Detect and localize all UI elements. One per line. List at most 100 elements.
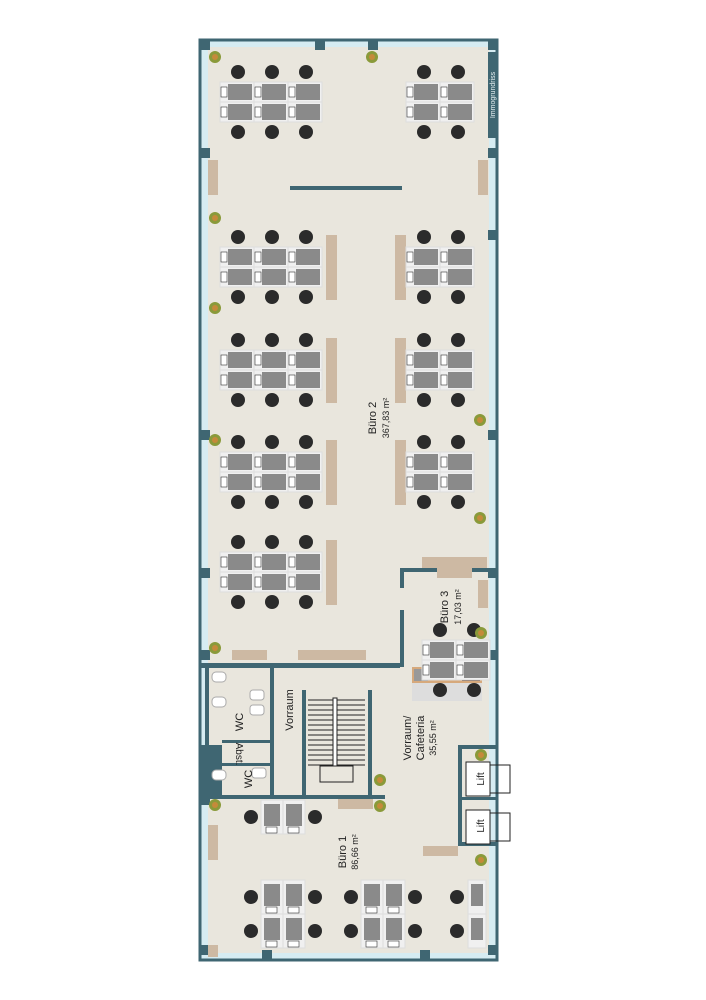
wall-pier — [488, 945, 498, 955]
chair — [244, 890, 258, 904]
plant-pot — [478, 752, 484, 758]
monitor — [288, 354, 296, 366]
lift-label-1: Lift — [476, 772, 487, 786]
chair — [265, 435, 279, 449]
lift-shaft — [489, 764, 511, 794]
plant-pot — [477, 515, 483, 521]
monitor — [220, 576, 228, 588]
monitor — [287, 940, 300, 948]
monitor — [406, 251, 414, 263]
wall-pier — [488, 148, 498, 158]
desk-top — [448, 474, 472, 490]
chair — [265, 290, 279, 304]
shelf — [478, 580, 488, 608]
desk-top — [414, 104, 438, 120]
room-area-buero-2: 367,83 m² — [381, 398, 391, 439]
desk-top — [364, 884, 380, 906]
chair — [231, 435, 245, 449]
plant-pot — [212, 305, 218, 311]
desk-top — [286, 804, 302, 826]
shelf — [208, 825, 218, 860]
chair — [265, 65, 279, 79]
plant-pot — [212, 802, 218, 808]
monitor — [220, 106, 228, 118]
desk-top — [296, 352, 320, 368]
wall-pier — [488, 430, 498, 440]
monitor — [220, 251, 228, 263]
desk-top — [286, 884, 302, 906]
desk-top — [262, 352, 286, 368]
desk-top — [228, 554, 252, 570]
chair — [451, 435, 465, 449]
wall-pier — [200, 650, 210, 660]
desk-top — [264, 918, 280, 940]
monitor — [265, 906, 278, 914]
chair — [408, 924, 422, 938]
lift-box — [465, 809, 491, 845]
room-label-vorraum-cafeteria: Vorraum/ — [402, 715, 414, 761]
monitor — [440, 271, 448, 283]
desk-top — [386, 918, 402, 940]
desk-cluster — [405, 65, 475, 139]
window-strip-right — [489, 40, 497, 960]
desk-cluster — [244, 879, 322, 949]
monitor — [406, 86, 414, 98]
desk-top — [448, 372, 472, 388]
monitor — [387, 906, 400, 914]
interior-wall — [270, 663, 274, 795]
shelf — [395, 440, 406, 505]
chair — [467, 683, 481, 697]
wall-pier — [420, 950, 430, 960]
desk-top — [414, 352, 438, 368]
wall-pier — [315, 40, 325, 50]
shelf — [478, 160, 488, 195]
shelf — [338, 799, 373, 809]
room-area-vorraum-cafeteria: 35,55 m² — [428, 720, 438, 756]
shelf — [298, 650, 366, 660]
room-label-buero-2: Büro 2 — [367, 402, 379, 434]
monitor — [288, 456, 296, 468]
monitor — [220, 374, 228, 386]
shelf — [326, 338, 337, 403]
desk-top — [262, 372, 286, 388]
monitor — [440, 456, 448, 468]
desk-top — [296, 84, 320, 100]
wall-pier — [488, 568, 498, 578]
chair — [231, 595, 245, 609]
chair — [451, 333, 465, 347]
plant-pot — [377, 803, 383, 809]
monitor — [288, 251, 296, 263]
desk-top — [448, 104, 472, 120]
desk-top — [448, 249, 472, 265]
shelf — [422, 557, 487, 568]
desk-top — [264, 884, 280, 906]
desk-top — [296, 269, 320, 285]
wall-pier — [488, 230, 498, 240]
monitor — [254, 456, 262, 468]
chair — [244, 810, 258, 824]
desk-cluster — [219, 65, 323, 139]
chair — [231, 333, 245, 347]
monitor — [365, 940, 378, 948]
room-label-wc-2: WC — [243, 770, 255, 788]
lift-label-2: Lift — [476, 819, 487, 833]
desk-cluster — [405, 230, 475, 304]
chair — [451, 125, 465, 139]
monitor — [220, 271, 228, 283]
chair — [433, 683, 447, 697]
desk-top — [448, 352, 472, 368]
shelf — [326, 540, 337, 605]
desk-cluster — [244, 799, 322, 835]
chair — [299, 495, 313, 509]
room-label-buero-1: Büro 1 — [337, 836, 349, 868]
chair — [417, 290, 431, 304]
interior-wall — [290, 186, 402, 190]
monitor — [254, 374, 262, 386]
desk-cluster — [450, 879, 487, 949]
desk-top — [262, 269, 286, 285]
desk-cluster — [421, 623, 491, 697]
chair — [417, 435, 431, 449]
monitor — [406, 271, 414, 283]
washbasin — [251, 767, 267, 779]
